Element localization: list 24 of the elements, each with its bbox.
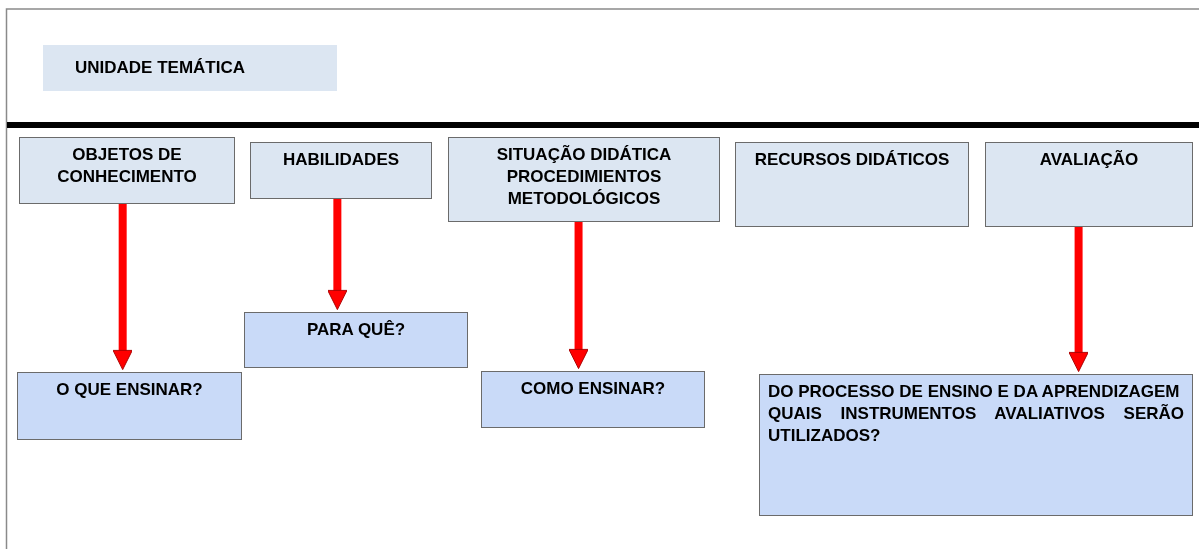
- text-box: [244, 312, 468, 368]
- text-box: [985, 142, 1193, 227]
- heading-box: [43, 45, 337, 91]
- box-label: RECURSOS DIDÁTICOS: [753, 149, 951, 171]
- text-box: [250, 142, 432, 199]
- text-box: [448, 137, 720, 222]
- arrow: [327, 199, 348, 311]
- box-label: DO PROCESSO DE ENSINO E DA APRENDIZAGEM: [768, 381, 1181, 403]
- text-box: [17, 372, 242, 440]
- box-label: HABILIDADES: [281, 149, 401, 171]
- text-box: [735, 142, 969, 227]
- text-box: [19, 137, 235, 204]
- box-label: COMO ENSINAR?: [519, 378, 667, 400]
- box-label: UNIDADE TEMÁTICA: [75, 57, 246, 79]
- box-label: O QUE ENSINAR?: [55, 379, 204, 401]
- arrow: [1068, 227, 1089, 373]
- box-label: AVALIAÇÃO: [1038, 149, 1140, 171]
- box-label: PARA QUÊ?: [305, 319, 407, 341]
- arrow: [112, 204, 133, 371]
- text-box: [759, 374, 1193, 516]
- box-label: SITUAÇÃO DIDÁTICA PROCEDIMIENTOS METODOLÓGICOS: [495, 144, 673, 211]
- box-label: OBJETOS DE CONHECIMENTO: [56, 144, 198, 189]
- text-box: [481, 371, 705, 428]
- box-label: QUAIS INSTRUMENTOS AVALIATIVOS SERÃO UTILIZADOS?: [768, 403, 1184, 448]
